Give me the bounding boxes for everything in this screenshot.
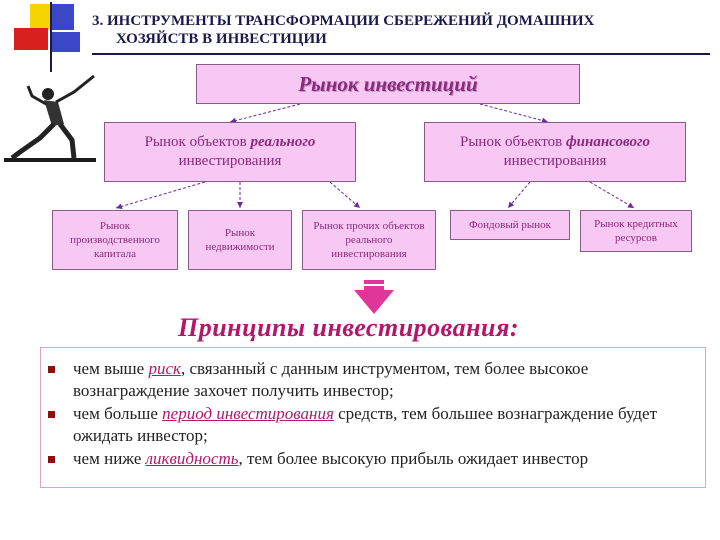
- corner-block-red: [14, 28, 48, 50]
- principles-list: чем выше риск, связанный с данным инстру…: [41, 348, 705, 470]
- keyword-period: период инвестирования: [162, 404, 334, 423]
- fencer-icon: [4, 74, 96, 162]
- connector-root-real: [229, 103, 301, 124]
- page-title: 3. ИНСТРУМЕНТЫ ТРАНСФОРМАЦИИ СБЕРЕЖЕНИЙ …: [92, 12, 712, 48]
- connector-root-fin: [479, 103, 549, 124]
- title-divider: [92, 53, 710, 55]
- title-line-1: 3. ИНСТРУМЕНТЫ ТРАНСФОРМАЦИИ СБЕРЕЖЕНИЙ …: [92, 13, 595, 29]
- node-other-real-objects: Рынок прочих объектов реального инвестир…: [302, 210, 436, 270]
- bullet-icon: [48, 366, 55, 373]
- corner-vertical-line: [50, 2, 52, 72]
- node-credit-resources: Рынок кредитных ресурсов: [580, 210, 692, 252]
- principle-item-period: чем больше период инвестирования средств…: [48, 403, 701, 447]
- diagram-connectors: [115, 103, 635, 210]
- keyword-risk: риск: [148, 359, 181, 378]
- bullet-icon: [48, 411, 55, 418]
- node-production-capital: Рынок производственного капитала: [52, 210, 178, 270]
- corner-block-blue-2: [50, 32, 80, 52]
- node-stock-market: Фондовый рынок: [450, 210, 570, 240]
- principle-item-risk: чем выше риск, связанный с данным инстру…: [48, 358, 701, 402]
- connector-real-1: [115, 181, 206, 210]
- title-line-2: ХОЗЯЙСТВ В ИНВЕСТИЦИИ: [116, 31, 327, 47]
- principles-heading: Принципы инвестирования:: [178, 313, 520, 342]
- corner-block-blue: [50, 4, 74, 30]
- keyword-liquidity: ликвидность: [145, 449, 239, 468]
- node-real-estate: Рынок недвижимости: [188, 210, 292, 270]
- principles-list-box: чем выше риск, связанный с данным инстру…: [40, 347, 706, 488]
- principle-item-liquidity: чем ниже ликвидность, тем более высокую …: [48, 448, 701, 470]
- node-financial-investment-market: Рынок объектов финансового инвестировани…: [424, 122, 686, 182]
- connector-fin-1: [507, 181, 531, 209]
- node-real-investment-market: Рынок объектов реального инвестирования: [104, 122, 356, 182]
- bullet-icon: [48, 456, 55, 463]
- connector-real-3: [329, 181, 361, 209]
- connector-fin-2: [589, 181, 635, 209]
- node-investment-market: Рынок инвестиций: [196, 64, 580, 104]
- corner-block-yellow: [30, 4, 52, 30]
- arrow-down-icon: [354, 280, 394, 314]
